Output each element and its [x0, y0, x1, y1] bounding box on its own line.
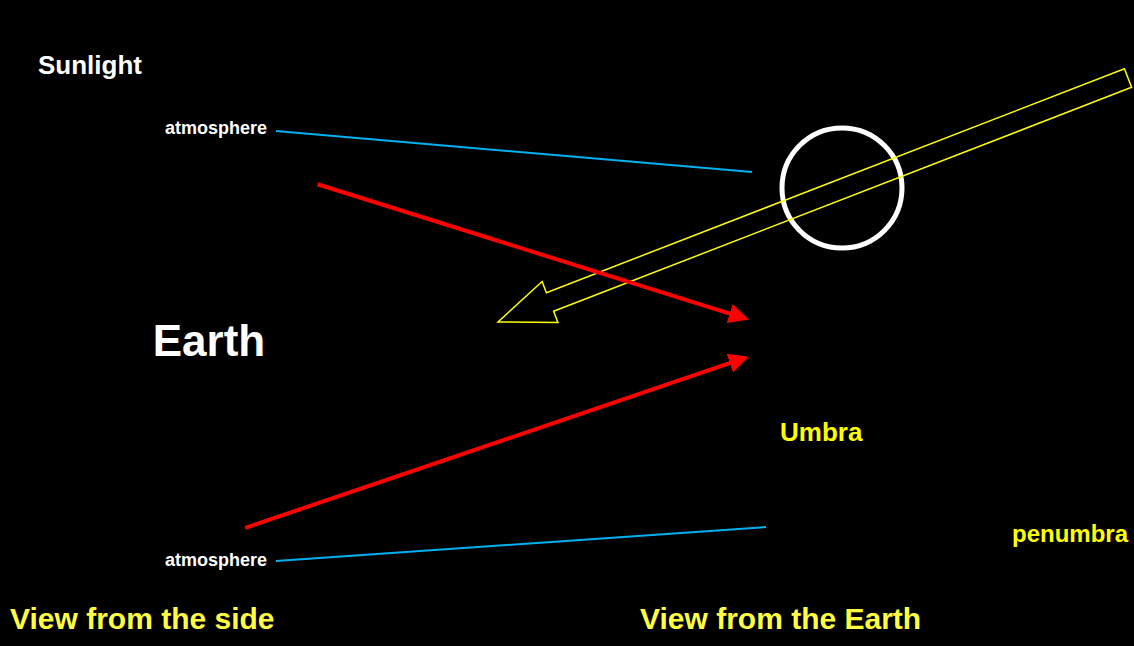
label-holder: atmosphere — [165, 550, 267, 571]
view-caption: View from the side — [10, 602, 275, 636]
sunlight-arrows — [0, 100, 410, 590]
label-holder: View from the side — [10, 602, 275, 636]
leader-line — [276, 527, 766, 561]
umbra-shape — [637, 155, 1017, 535]
earth-body — [15, 147, 403, 535]
moon-path-arrow — [498, 69, 1132, 323]
penumbra-disk: penumbra Umbra — [520, 38, 1134, 646]
umbra-fill — [638, 156, 1016, 534]
moon-outline — [782, 128, 902, 248]
refracted-ray-arrow — [245, 358, 745, 528]
label-holder: penumbra — [1012, 520, 1128, 548]
atmosphere-label: atmosphere — [165, 550, 267, 571]
penumbra-ring — [577, 95, 1077, 595]
label-holder: Earth — [8, 140, 410, 542]
umbra-disk: Umbra — [637, 155, 1017, 535]
label-holder: atmosphere — [165, 118, 267, 139]
penumbra-fill — [520, 38, 1134, 646]
refracted-ray-arrow — [318, 184, 745, 318]
earth-circle: Earth — [8, 140, 410, 542]
node-label: penumbra — [1012, 520, 1128, 548]
node-label: Umbra — [780, 417, 862, 448]
atmosphere-ring — [8, 140, 410, 542]
label-holder: Sunlight — [38, 50, 142, 81]
leader-line — [276, 131, 752, 172]
atmosphere-label: atmosphere — [165, 118, 267, 139]
divider-line — [464, 38, 468, 600]
label-holder: Umbra — [780, 417, 862, 448]
sunlight-label: Sunlight — [38, 50, 142, 81]
view-caption: View from the Earth — [640, 602, 921, 636]
label-holder: View from the Earth — [640, 602, 921, 636]
penumbra-shape — [520, 38, 1134, 646]
refraction-ring — [19, 147, 403, 531]
node-label: Earth — [153, 316, 265, 366]
